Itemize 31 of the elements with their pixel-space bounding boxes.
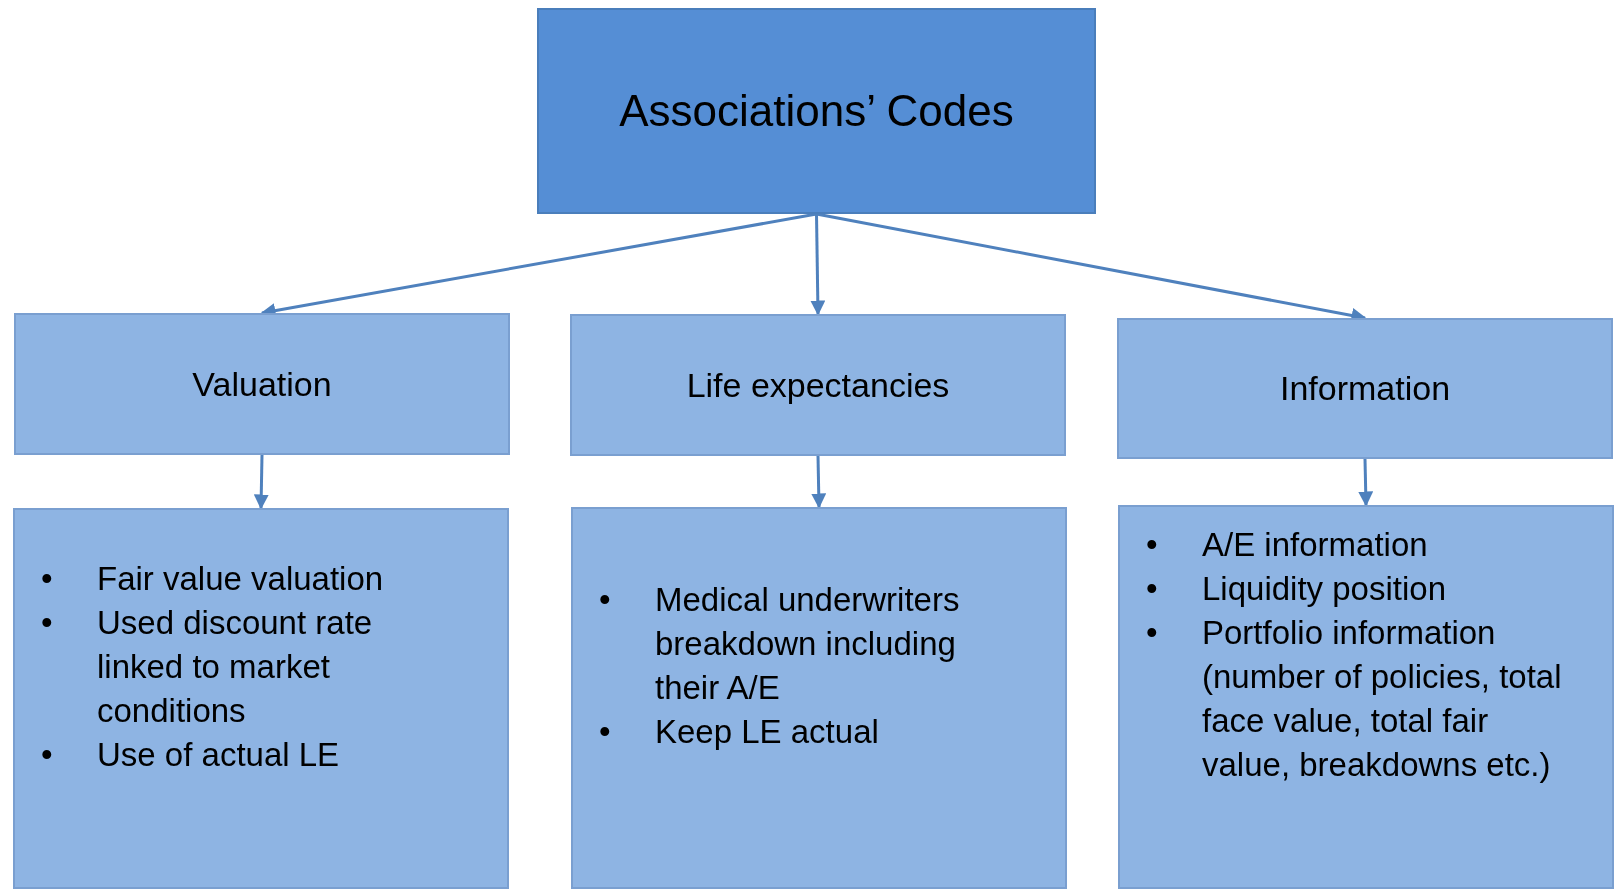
details-box: [571, 507, 1067, 889]
arrow: [811, 455, 827, 509]
bullet-item: A/E information: [1202, 525, 1429, 565]
details-box: [13, 508, 509, 889]
bullet-marker: •: [1146, 525, 1158, 565]
arrow: [253, 454, 269, 510]
box-label: Information: [1278, 368, 1452, 409]
bullet-item: Used discount rate linked to market conditions: [97, 602, 374, 731]
bullet-marker: •: [41, 602, 53, 643]
bullet-item: Medical underwriters breakdown including their A/E: [655, 580, 961, 708]
title-box: [537, 8, 1096, 214]
box-label: Valuation: [191, 363, 333, 405]
bullet-item: Fair value valuation: [97, 558, 385, 599]
details-box: [1118, 505, 1614, 889]
category-box: [1117, 318, 1613, 459]
bullet-marker: •: [599, 712, 611, 752]
bullet-item: Use of actual LE: [97, 734, 341, 775]
bullet-marker: •: [1146, 569, 1158, 609]
category-box: [570, 314, 1066, 456]
bullet-marker: •: [41, 558, 53, 599]
box-title: Associations’ Codes: [618, 85, 1015, 137]
category-box: [14, 313, 510, 455]
bullet-item: Liquidity position: [1202, 569, 1447, 609]
box-label: Life expectancies: [685, 364, 951, 406]
bullet-marker: •: [41, 734, 53, 775]
arrow: [1358, 458, 1374, 507]
bullet-marker: •: [599, 580, 611, 620]
bullet-item: Portfolio information (number of policies, total face value, total fair value, breakdowns etc.): [1202, 613, 1563, 785]
bullet-marker: •: [1146, 613, 1158, 653]
arrow: [810, 213, 826, 316]
bullet-item: Keep LE actual: [655, 712, 880, 752]
